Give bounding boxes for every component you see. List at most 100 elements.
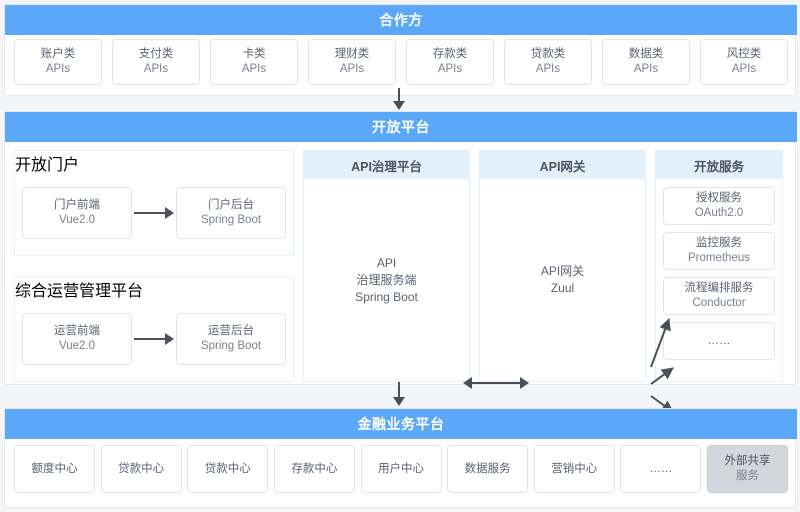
api-gateway-body: API网关 Zuul	[480, 179, 645, 381]
finance-center-chip-8-label: ……	[649, 462, 673, 475]
partner-api-chip-3-label: 卡类	[242, 48, 266, 60]
partner-api-chip-4[interactable]: 理财类 APIs	[308, 39, 396, 85]
open-portal-title: 开放门户	[15, 157, 80, 174]
partner-api-chip-7-label: 数据类	[628, 48, 664, 60]
finance-center-chip-7-label: 营销中心	[551, 462, 598, 475]
partner-api-chip-2-label: 支付类	[138, 48, 174, 60]
partner-api-chip-3[interactable]: 卡类 APIs	[210, 39, 298, 85]
ops-backend-box[interactable]: 运营后台 Spring Boot	[176, 313, 286, 365]
open-platform-section: 开放平台 开放门户 门户前端 Vue2.0 门户后台	[4, 111, 797, 463]
ops-platform-panel: 综合运营管理平台 运营前端 Vue2.0 运营后台 Spring Boot	[14, 276, 294, 382]
partner-api-chip-1-sublabel: APIs	[45, 63, 71, 75]
partner-api-chip-5-sublabel: APIs	[437, 63, 463, 75]
ops-frontend-box[interactable]: 运营前端 Vue2.0	[22, 313, 132, 365]
finance-platform-section: 金融业务平台 额度中心 贷款中心 贷款中心 存款中心 用户中心 数据服务 营销中心 …… 外部共…	[4, 408, 797, 508]
finance-center-chip-9[interactable]: 外部共享服务	[707, 445, 788, 493]
open-service-chip-1-sublabel: OAuth2.0	[694, 207, 744, 219]
ops-backend-label: 运营后台	[208, 325, 254, 337]
finance-center-chip-1-label: 额度中心	[31, 462, 78, 475]
finance-center-chip-1[interactable]: 额度中心	[14, 445, 95, 493]
partner-api-chip-3-sublabel: APIs	[241, 63, 267, 75]
ops-platform-pair: 运营前端 Vue2.0 运营后台 Spring Boot	[15, 301, 293, 377]
api-governance-panel: API治理平台 API 治理服务端 Spring Boot	[303, 150, 470, 382]
open-platform-panels: 开放门户 门户前端 Vue2.0 门户后台 Spring Boot	[5, 150, 797, 382]
finance-center-chip-9-label: 外部共享	[724, 455, 771, 467]
api-gateway-panel: API网关 API网关 Zuul	[479, 150, 646, 382]
open-service-chip-3[interactable]: 流程编排服务 Conductor	[663, 277, 775, 315]
api-governance-title: API治理平台	[304, 151, 469, 179]
finance-center-chip-2[interactable]: 贷款中心	[100, 445, 182, 493]
open-services-title: 开放服务	[656, 151, 782, 179]
finance-center-chip-5[interactable]: 用户中心	[360, 445, 442, 493]
finance-center-chip-6-label: 数据服务	[464, 462, 511, 475]
open-platform-title: 开放平台	[5, 112, 797, 142]
finance-center-chip-3-label: 贷款中心	[204, 462, 251, 475]
arrow-partners-to-platform-icon	[392, 88, 406, 110]
ops-platform-title: 综合运营管理平台	[15, 283, 144, 300]
partner-api-chip-1-label: 账户类	[40, 48, 76, 60]
finance-center-chip-8[interactable]: ……	[620, 445, 702, 493]
partner-api-chip-5[interactable]: 存款类 APIs	[406, 39, 494, 85]
open-service-chip-4-label: ……	[707, 334, 731, 347]
portal-frontend-tech: Vue2.0	[58, 214, 96, 226]
finance-center-chip-7[interactable]: 营销中心	[533, 445, 615, 493]
finance-center-chip-3[interactable]: 贷款中心	[187, 445, 269, 493]
open-service-chip-1-label: 授权服务	[696, 192, 742, 204]
partner-api-chip-6-label: 贷款类	[530, 48, 566, 60]
finance-platform-title: 金融业务平台	[5, 409, 797, 439]
partner-api-chip-7[interactable]: 数据类 APIs	[602, 39, 690, 85]
open-services-list: 授权服务 OAuth2.0 监控服务 Prometheus 流程编排服务 Conducto…	[656, 179, 782, 368]
open-services-panel: 开放服务 授权服务 OAuth2.0 监控服务 Prometheus 流程编排服务 Con…	[655, 150, 783, 382]
api-governance-line3: Spring Boot	[355, 289, 418, 304]
api-gateway-line1: API网关	[540, 264, 585, 278]
portal-backend-tech: Spring Boot	[200, 214, 262, 226]
api-governance-line1: API	[376, 255, 397, 270]
partner-api-chip-5-label: 存款类	[432, 48, 468, 60]
open-service-chip-3-label: 流程编排服务	[684, 282, 754, 294]
portal-backend-label: 门户后台	[208, 199, 254, 211]
finance-center-chip-4[interactable]: 存款中心	[273, 445, 355, 493]
ops-frontend-tech: Vue2.0	[58, 340, 96, 352]
open-portal-pair: 门户前端 Vue2.0 门户后台 Spring Boot	[15, 175, 293, 251]
ops-frontend-label: 运营前端	[54, 325, 100, 337]
open-portal-panel: 开放门户 门户前端 Vue2.0 门户后台 Spring Boot	[14, 150, 294, 256]
arrow-portal-front-to-back-icon	[132, 207, 176, 219]
arrow-ops-front-to-back-icon	[132, 333, 176, 345]
finance-center-chip-4-label: 存款中心	[291, 462, 338, 475]
portal-frontend-box[interactable]: 门户前端 Vue2.0	[22, 187, 132, 239]
open-service-chip-2-label: 监控服务	[696, 237, 742, 249]
finance-chip-row: 额度中心 贷款中心 贷款中心 存款中心 用户中心 数据服务 营销中心 …… 外部共享服务	[5, 445, 797, 501]
partners-title: 合作方	[5, 5, 797, 35]
finance-center-chip-9-sublabel: 服务	[736, 470, 759, 482]
portal-column: 开放门户 门户前端 Vue2.0 门户后台 Spring Boot	[14, 150, 294, 382]
api-gateway-line2: Zuul	[550, 281, 575, 295]
finance-center-chip-5-label: 用户中心	[378, 462, 424, 475]
api-gateway-title: API网关	[480, 151, 645, 179]
portal-frontend-label: 门户前端	[54, 199, 100, 211]
partner-api-chip-8-sublabel: APIs	[731, 63, 757, 75]
open-service-chip-2-sublabel: Prometheus	[687, 252, 750, 264]
partner-api-chip-4-label: 理财类	[334, 48, 370, 60]
partner-api-chip-4-sublabel: APIs	[339, 63, 365, 75]
partner-api-chip-6-sublabel: APIs	[535, 63, 561, 75]
partner-api-chip-1[interactable]: 账户类 APIs	[14, 39, 102, 85]
open-service-chip-2[interactable]: 监控服务 Prometheus	[663, 232, 775, 270]
api-governance-body: API 治理服务端 Spring Boot	[304, 179, 469, 381]
arrow-governance-gateway-icon	[463, 377, 529, 389]
partner-api-chip-7-sublabel: APIs	[633, 63, 659, 75]
api-governance-line2: 治理服务端	[356, 272, 417, 287]
finance-center-chip-6[interactable]: 数据服务	[447, 445, 529, 493]
ops-backend-tech: Spring Boot	[200, 340, 262, 352]
open-service-chip-4[interactable]: ……	[663, 322, 775, 360]
portal-backend-box[interactable]: 门户后台 Spring Boot	[176, 187, 286, 239]
partner-api-chip-6[interactable]: 贷款类 APIs	[504, 39, 592, 85]
open-service-chip-1[interactable]: 授权服务 OAuth2.0	[663, 187, 775, 225]
arrow-platform-to-finance-icon	[392, 382, 406, 406]
open-service-chip-3-sublabel: Conductor	[692, 297, 746, 309]
finance-center-chip-2-label: 贷款中心	[118, 462, 165, 475]
